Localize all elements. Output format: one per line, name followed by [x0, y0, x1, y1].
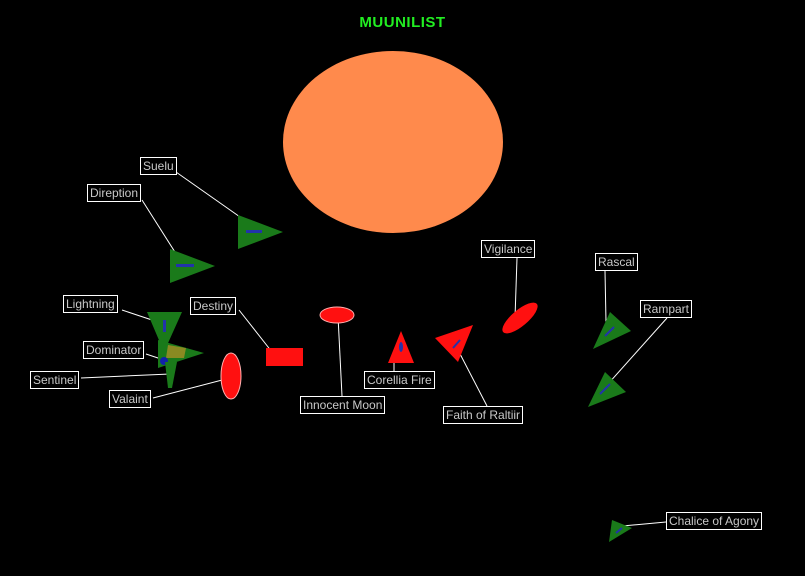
ship-vigilance[interactable]: [498, 298, 542, 339]
ship-label-rascal[interactable]: Rascal: [595, 253, 638, 271]
ship-label-innocent-moon[interactable]: Innocent Moon: [300, 396, 386, 414]
ship-chalice-of-agony[interactable]: [609, 520, 632, 542]
ship-label-lightning[interactable]: Lightning: [63, 295, 118, 313]
ship-label-chalice-of-agony[interactable]: Chalice of Agony: [666, 512, 763, 530]
ship-label-dominator[interactable]: Dominator: [83, 341, 145, 359]
ship-innocent-moon[interactable]: [319, 306, 355, 324]
ship-faith-of-raltiir[interactable]: [435, 325, 473, 362]
ship-label-sentinel[interactable]: Sentinel: [30, 371, 80, 389]
ship-valaint[interactable]: [220, 352, 242, 400]
ship-label-valaint[interactable]: Valaint: [109, 390, 151, 408]
label-leader-lines: [80, 171, 668, 527]
ship-sentinel[interactable]: [165, 362, 177, 388]
ship-label-corellia-fire[interactable]: Corellia Fire: [364, 371, 435, 389]
ship-direption[interactable]: [170, 249, 215, 283]
planet[interactable]: [283, 51, 503, 233]
ship-label-destiny[interactable]: Destiny: [190, 297, 237, 315]
ship-label-suelu[interactable]: Suelu: [140, 157, 177, 175]
ship-dominator[interactable]: [158, 340, 204, 368]
ship-rascal[interactable]: [593, 312, 631, 349]
ship-label-vigilance[interactable]: Vigilance: [481, 240, 536, 258]
ship-destiny[interactable]: [266, 348, 303, 366]
ship-rampart[interactable]: [588, 372, 626, 407]
ship-lightning[interactable]: [147, 312, 182, 352]
ship-label-rampart[interactable]: Rampart: [640, 300, 693, 318]
ship-label-direption[interactable]: Direption: [87, 184, 142, 202]
ship-corellia-fire[interactable]: [388, 331, 414, 363]
ship-label-faith-of-raltiir[interactable]: Faith of Raltiir: [443, 406, 524, 424]
ship-suelu[interactable]: [238, 215, 283, 249]
system-title: MUUNILIST: [359, 14, 446, 31]
